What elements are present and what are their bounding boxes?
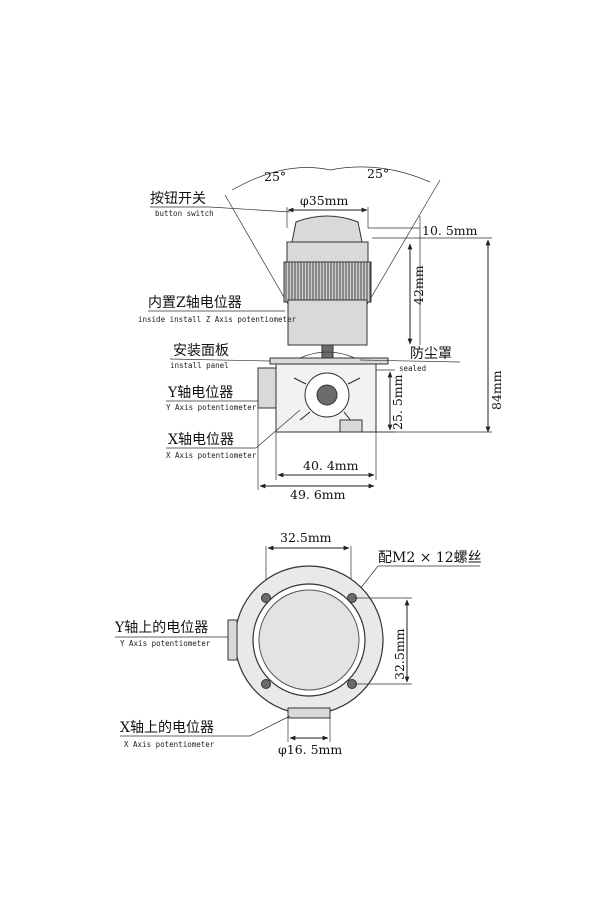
- install-panel-en: install panel: [170, 361, 229, 370]
- x-pot-cn: X轴电位器: [168, 432, 234, 448]
- dim-32-5-h-label: 32.5mm: [280, 530, 332, 545]
- dim-84-label: 84mm: [489, 370, 504, 410]
- button-switch-cn: 按钮开关: [150, 191, 206, 207]
- y-pot-tab: [227, 619, 238, 661]
- y-pot-en: Y Axis potentiometer: [166, 403, 257, 412]
- y-pot-on-en: Y Axis potentiometer: [120, 639, 211, 648]
- handle-lower: [287, 299, 368, 346]
- side-view: 25° 25° φ35mm 按钮开关 button switch 10. 5mm…: [138, 166, 504, 502]
- leader-line: [169, 358, 271, 362]
- plan-view: 32.5mm 配M2 × 12螺丝 32.5mm Y轴上的电位器 Y Axis …: [114, 530, 482, 757]
- phi16-5-label: φ16. 5mm: [278, 742, 342, 757]
- dim-40-4-label: 40. 4mm: [303, 458, 359, 473]
- x-pot-en: X Axis potentiometer: [166, 451, 257, 460]
- dim-25-5-label: 25. 5mm: [390, 374, 405, 430]
- angle-arc-right: [329, 166, 431, 183]
- install-panel: [269, 357, 389, 365]
- leader-line: [359, 359, 461, 363]
- button-cap: [291, 215, 363, 243]
- screw-note: 配M2 × 12螺丝: [378, 550, 482, 566]
- dim-10-5-label: 10. 5mm: [422, 223, 478, 238]
- phi35-label: φ35mm: [300, 193, 349, 208]
- dust-cover: [299, 351, 356, 359]
- screw-hole-bl: [261, 679, 271, 689]
- pot-hub: [316, 384, 338, 406]
- x-pot-on-en: X Axis potentiometer: [124, 740, 215, 749]
- leader-line: [249, 715, 291, 737]
- dust-cover-en: sealed: [399, 364, 426, 373]
- button-switch-en: button switch: [155, 209, 214, 218]
- grip-ring: [283, 261, 372, 303]
- dust-cover-plan: [258, 589, 360, 691]
- handle-upper: [286, 241, 369, 265]
- install-panel-cn: 安装面板: [173, 343, 229, 359]
- y-pot-on-cn: Y轴上的电位器: [114, 620, 208, 636]
- angle-right-label: 25°: [367, 166, 389, 181]
- dim-32-5-v-label: 32.5mm: [392, 628, 407, 680]
- leader-line: [255, 409, 301, 449]
- z-pot-en: inside install Z Axis potentiometer: [138, 315, 297, 324]
- dust-cover-cn: 防尘罩: [410, 346, 452, 362]
- dim-49-6-label: 49. 6mm: [290, 487, 346, 502]
- y-pot-side: [257, 367, 277, 409]
- pot-terminals: [293, 377, 361, 423]
- leader-line: [209, 206, 291, 213]
- screw-hole-tl: [261, 593, 271, 603]
- angle-left-label: 25°: [264, 169, 286, 184]
- x-pot-bracket: [339, 419, 363, 433]
- x-pot-on-cn: X轴上的电位器: [120, 720, 214, 736]
- z-pot-cn: 内置Z轴电位器: [148, 295, 242, 311]
- x-pot-tab: [287, 707, 331, 719]
- angle-arc-left: [231, 167, 331, 191]
- y-pot-cn: Y轴电位器: [167, 385, 233, 401]
- dim-42-label: 42mm: [411, 265, 426, 305]
